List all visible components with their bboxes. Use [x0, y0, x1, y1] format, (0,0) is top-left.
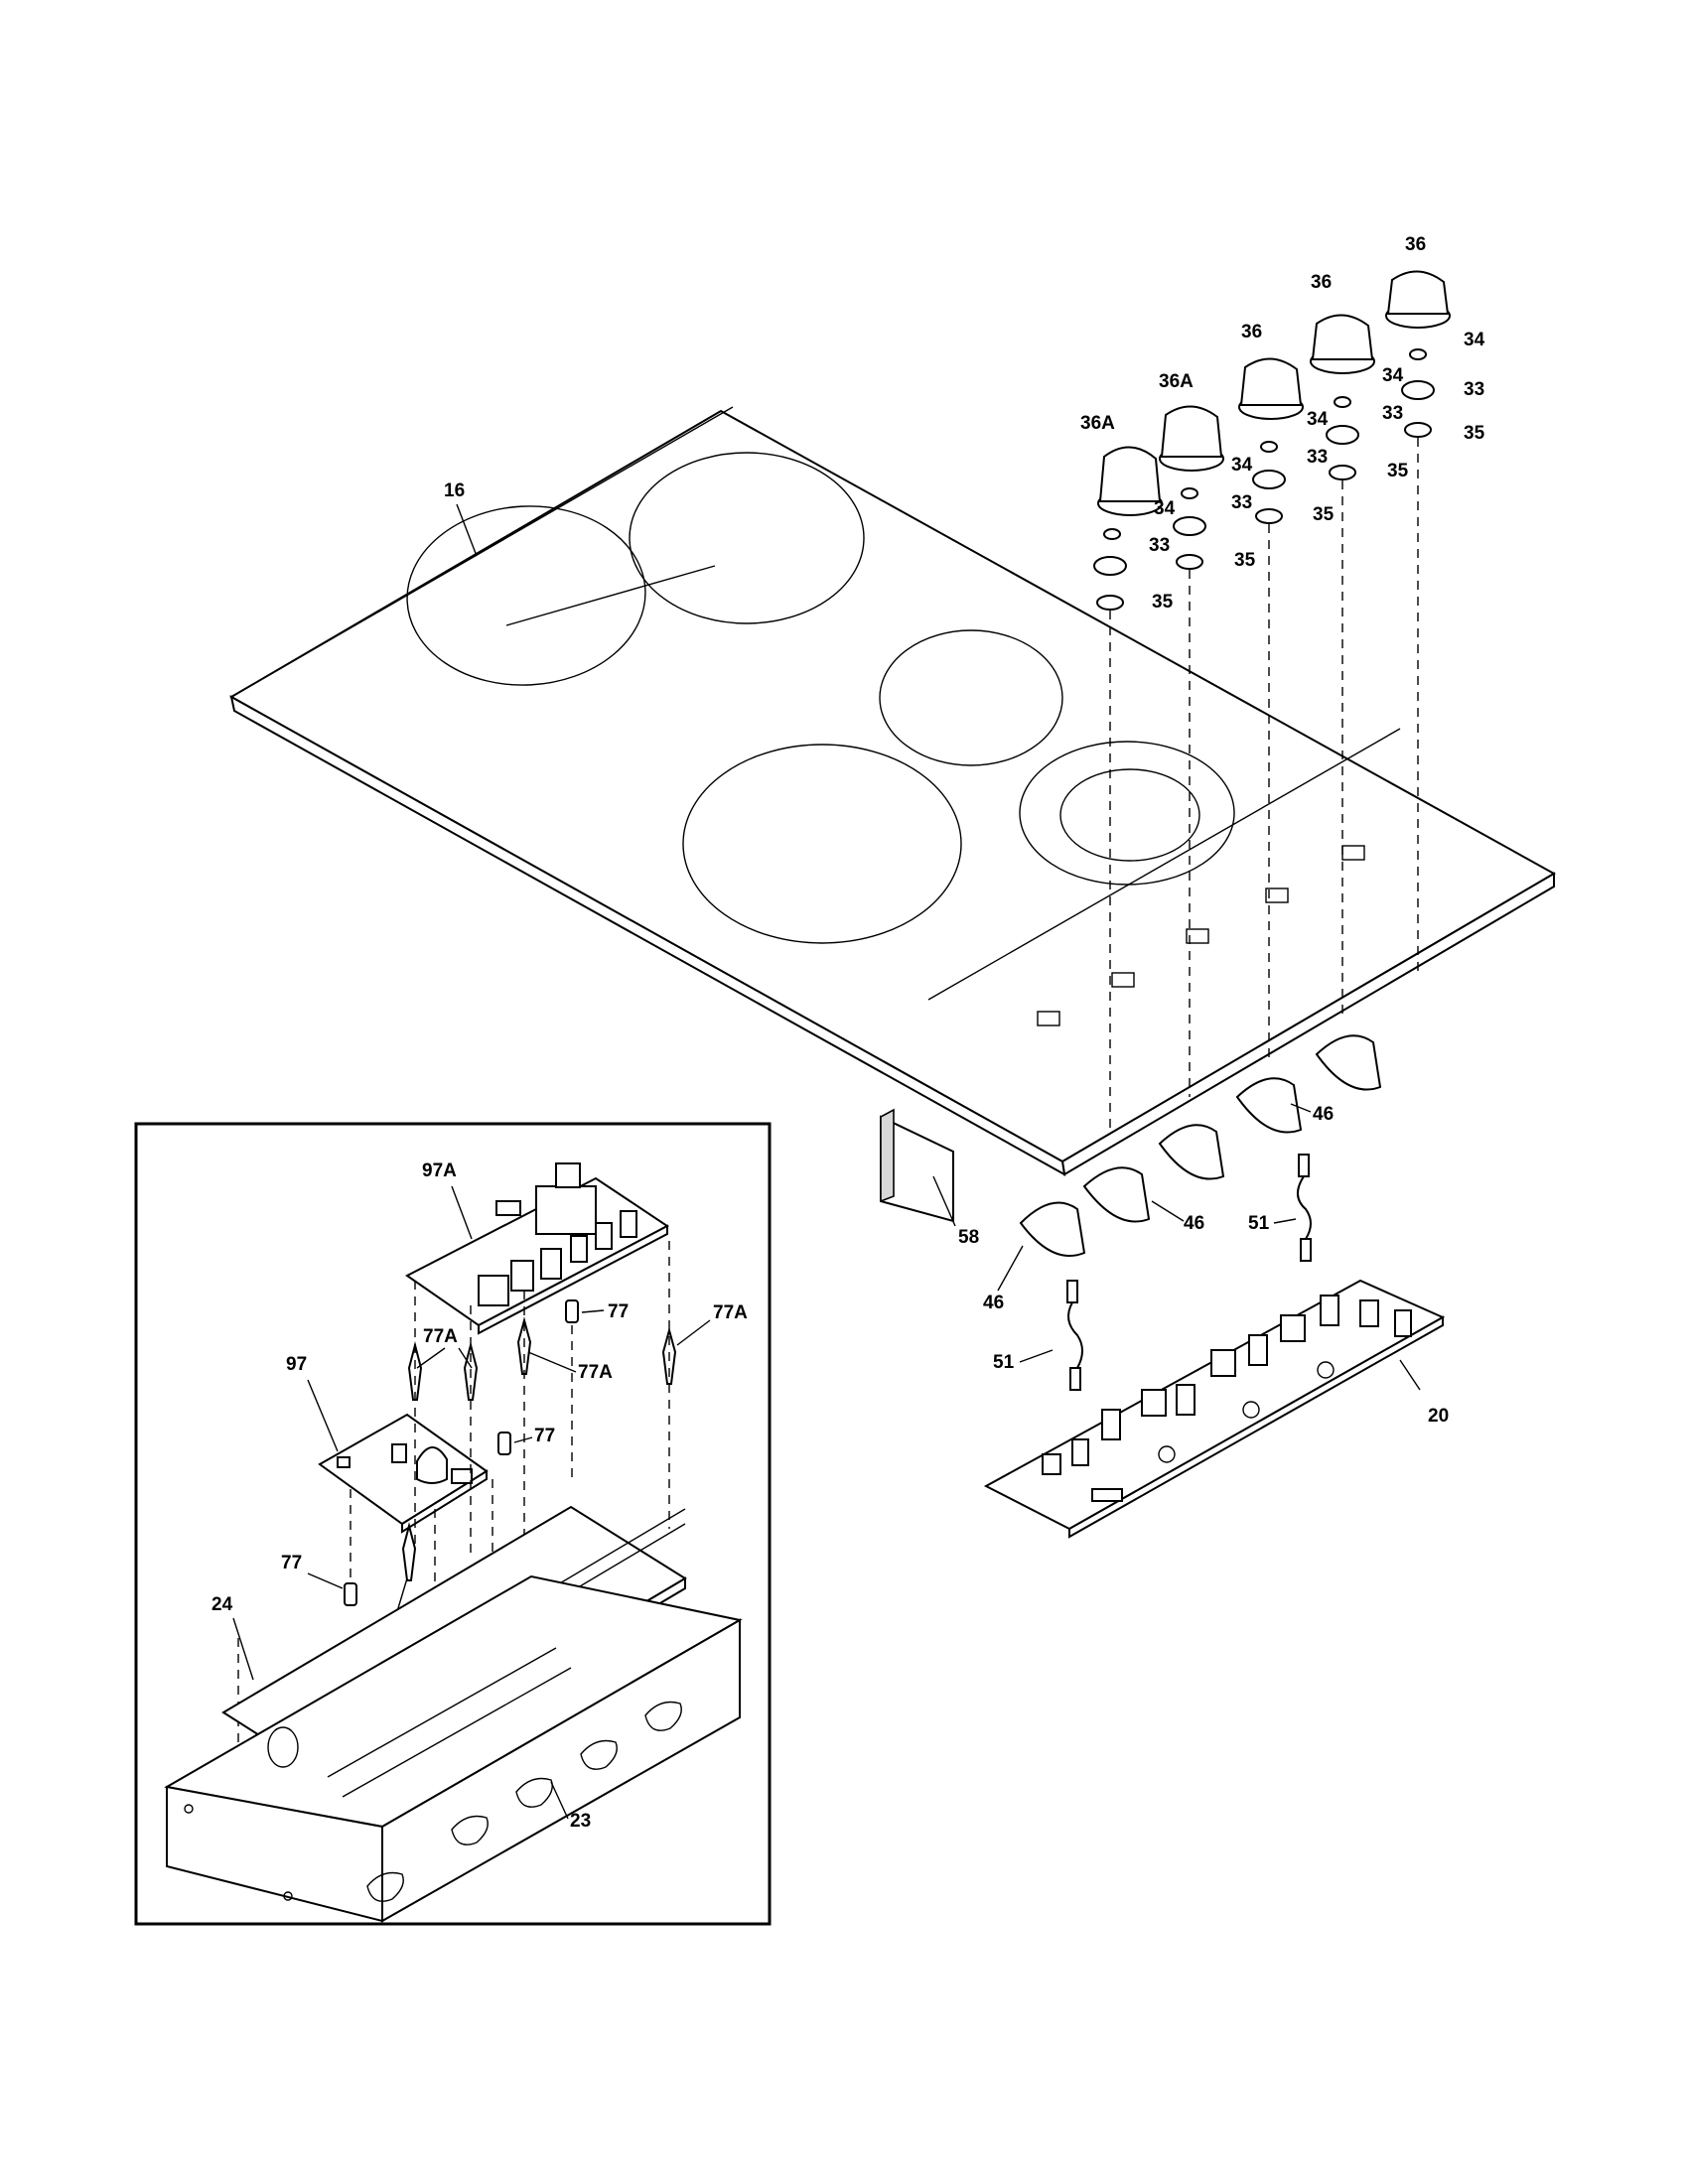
knob-stacks	[1093, 270, 1451, 1132]
label-23: 23	[570, 1811, 591, 1832]
label-51-b: 51	[1248, 1213, 1270, 1234]
svg-text:35: 35	[1313, 504, 1335, 525]
label-46-a: 46	[983, 1293, 1004, 1313]
svg-text:34: 34	[1231, 455, 1253, 476]
harnesses	[1066, 1154, 1312, 1391]
knob-36-3	[1238, 357, 1304, 1057]
relay-board-97a	[405, 1162, 669, 1335]
control-board-20	[983, 1279, 1446, 1539]
label-97a: 97A	[422, 1160, 457, 1181]
label-36a-2: 36A	[1159, 371, 1194, 392]
label-58: 58	[958, 1227, 979, 1248]
cooktop-glass	[228, 406, 1557, 1176]
svg-text:33: 33	[1149, 535, 1170, 556]
stack-labels: 34 33 35 34 33 35 34 33 35 34 33 35 34 3…	[1149, 330, 1485, 613]
label-77-c: 77	[281, 1553, 302, 1573]
label-51-a: 51	[993, 1352, 1015, 1373]
svg-text:34: 34	[1464, 330, 1485, 350]
standoffs-77	[344, 1299, 579, 1631]
svg-text:34: 34	[1382, 365, 1404, 386]
svg-text:35: 35	[1234, 550, 1256, 571]
svg-text:33: 33	[1464, 379, 1484, 400]
label-77-b: 77	[534, 1426, 555, 1446]
label-46-b: 46	[1184, 1213, 1204, 1234]
label-36a-1: 36A	[1080, 413, 1115, 434]
svg-text:35: 35	[1387, 461, 1409, 481]
housing-23	[164, 1574, 743, 1923]
label-77-a: 77	[608, 1301, 629, 1322]
gaskets	[1019, 1034, 1382, 1257]
svg-text:35: 35	[1464, 423, 1485, 444]
knob-36-4	[1310, 314, 1375, 1018]
small-board-97	[318, 1413, 489, 1534]
label-36-4: 36	[1311, 272, 1332, 293]
knob-36-5	[1385, 270, 1451, 978]
label-20: 20	[1428, 1406, 1449, 1427]
knob-36a-1	[1093, 446, 1163, 1132]
svg-text:33: 33	[1382, 403, 1403, 424]
label-97: 97	[286, 1354, 307, 1375]
bracket-58	[880, 1108, 954, 1223]
svg-text:34: 34	[1154, 498, 1176, 519]
svg-text:33: 33	[1231, 492, 1252, 513]
label-77a-b: 77A	[578, 1362, 613, 1383]
label-77a-a: 77A	[423, 1326, 458, 1347]
label-36-5: 36	[1405, 234, 1426, 255]
label-46-c: 46	[1313, 1104, 1334, 1125]
knob-36a-2	[1159, 405, 1224, 1097]
label-77a-c: 77A	[713, 1302, 748, 1323]
svg-text:33: 33	[1307, 447, 1328, 468]
label-36-3: 36	[1241, 322, 1262, 342]
detail-inset-frame	[134, 1122, 772, 1926]
label-16: 16	[444, 480, 465, 501]
svg-text:34: 34	[1307, 409, 1329, 430]
svg-text:35: 35	[1152, 592, 1174, 613]
label-24: 24	[211, 1594, 233, 1615]
